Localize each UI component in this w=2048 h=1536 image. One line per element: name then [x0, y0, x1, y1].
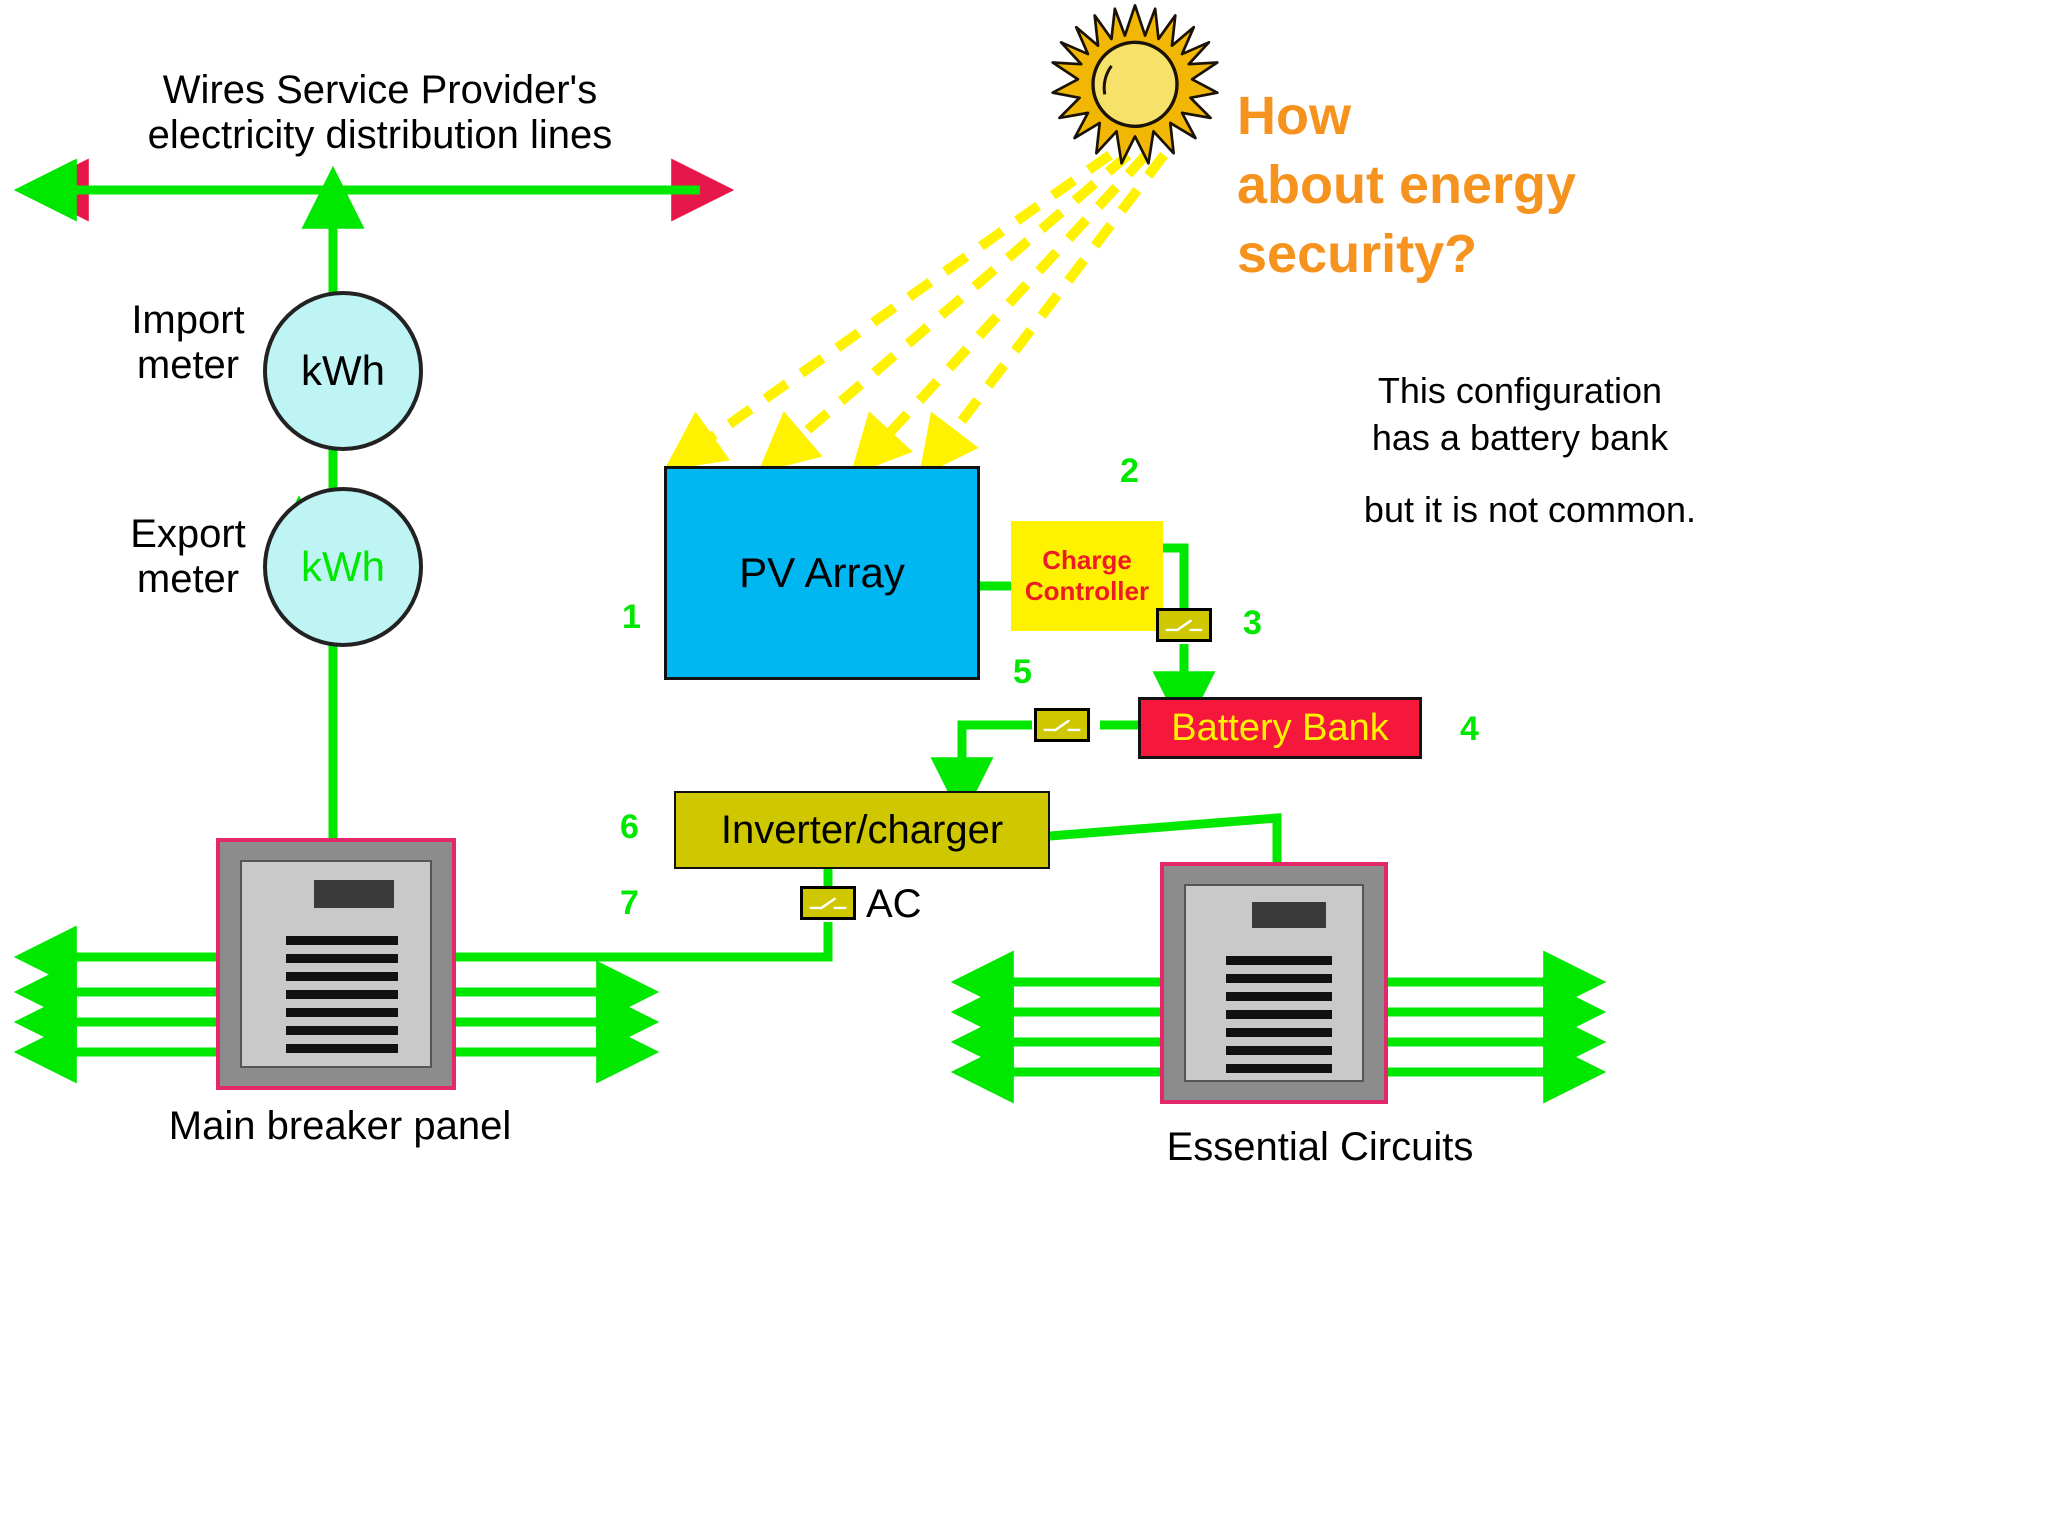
switch-icon[interactable] [1034, 708, 1090, 742]
battery-bank-label: Battery Bank [1171, 706, 1389, 749]
breaker-bar [286, 1008, 344, 1017]
breaker-bar [340, 972, 398, 981]
import-meter-label: Import meter [131, 298, 245, 387]
callout-2: 2 [1120, 452, 1139, 490]
breaker-bar [1278, 1028, 1332, 1037]
breaker-bar [286, 1026, 344, 1035]
callout-7: 7 [620, 884, 639, 922]
export-meter-label: Export meter [130, 512, 246, 601]
battery-bank-block[interactable]: Battery Bank [1138, 697, 1422, 759]
panel-inner [240, 860, 432, 1068]
pv-array-label: PV Array [739, 549, 905, 596]
ac-label: AC [866, 882, 922, 926]
breaker-bar [1226, 974, 1280, 983]
sun-icon [1050, 2, 1220, 170]
configuration-note-2: but it is not common. [1363, 489, 1697, 530]
import-meter-unit: kWh [301, 347, 385, 394]
breaker-bar [286, 1044, 344, 1053]
essential-circuits-panel-icon[interactable] [1160, 862, 1388, 1104]
breaker-bar [1278, 992, 1332, 1001]
breaker-bar [286, 936, 344, 945]
main-breaker-switch [314, 880, 394, 908]
inverter-charger-label: Inverter/charger [720, 807, 1004, 852]
import-meter-icon[interactable]: kWh [263, 291, 423, 451]
breaker-bar [1278, 1010, 1332, 1019]
callout-1: 1 [622, 598, 641, 636]
breaker-bar [1226, 1028, 1280, 1037]
breaker-bar [1226, 992, 1280, 1001]
sun-rays [663, 150, 1168, 478]
breaker-bar [1226, 1010, 1280, 1019]
breaker-bar [286, 972, 344, 981]
main-breaker-panel-label: Main breaker panel [168, 1104, 512, 1148]
breaker-bar [1278, 1064, 1332, 1073]
configuration-note-1: This configuration has a battery bank [1371, 370, 1669, 458]
panel-inner [1184, 884, 1364, 1082]
main-breaker-switch [1252, 902, 1326, 928]
breaker-bar [340, 936, 398, 945]
export-meter-unit: kWh [301, 543, 385, 590]
breaker-bar [286, 954, 344, 963]
breaker-bar [1226, 1064, 1280, 1073]
callout-4: 4 [1460, 710, 1479, 748]
charge-controller-label: Charge Controller [1024, 545, 1150, 606]
breaker-bar [340, 954, 398, 963]
callout-5: 5 [1013, 653, 1032, 691]
callout-3: 3 [1243, 604, 1262, 642]
main-breaker-panel-icon[interactable] [216, 838, 456, 1090]
breaker-bar [340, 990, 398, 999]
breaker-bar [340, 1008, 398, 1017]
breaker-bar [1278, 956, 1332, 965]
switch-icon[interactable] [1156, 608, 1212, 642]
breaker-bar [1226, 956, 1280, 965]
breaker-bar [286, 990, 344, 999]
breaker-bar [1226, 1046, 1280, 1055]
charge-controller-block[interactable]: Charge Controller [1011, 521, 1163, 631]
callout-6: 6 [620, 808, 639, 846]
essential-circuits-label: Essential Circuits [1166, 1125, 1474, 1169]
breaker-bar [340, 1044, 398, 1053]
pv-array-block[interactable]: PV Array [664, 466, 980, 680]
breaker-bar [340, 1026, 398, 1035]
breaker-bar [1278, 1046, 1332, 1055]
inverter-charger-block[interactable]: Inverter/charger [674, 791, 1050, 869]
switch-icon[interactable] [800, 886, 856, 920]
wires-service-provider-label: Wires Service Provider's electricity dis… [147, 68, 613, 157]
page-title: How about energy security? [1237, 86, 1577, 285]
breaker-bar [1278, 974, 1332, 983]
export-meter-icon[interactable]: kWh [263, 487, 423, 647]
